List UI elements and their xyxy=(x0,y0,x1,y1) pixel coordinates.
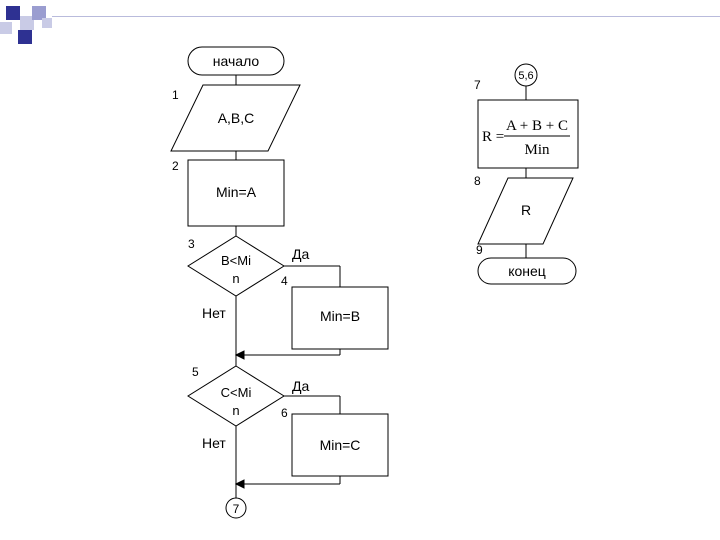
output-parallelogram xyxy=(477,177,574,245)
merge-arrow xyxy=(234,350,245,360)
process-min-b xyxy=(291,286,389,350)
merge-arrow xyxy=(234,479,245,489)
step-number-3: 3 xyxy=(188,237,195,251)
input-parallelogram xyxy=(170,84,301,152)
connector-top-label: 5,6 xyxy=(518,70,533,82)
step-number-4: 4 xyxy=(281,274,288,288)
min-b-label: Min=B xyxy=(320,308,360,324)
formula-numerator: A + B + C xyxy=(506,118,568,134)
cond2-line1: C<Mi xyxy=(221,385,252,400)
step-number-8: 8 xyxy=(474,174,481,188)
step-number-5: 5 xyxy=(192,365,199,379)
connector-bottom-label: 7 xyxy=(233,502,240,516)
decor-square-2 xyxy=(20,16,34,30)
formula-lhs: R = xyxy=(482,129,504,145)
min-c-label: Min=C xyxy=(320,437,361,453)
output-label: R xyxy=(521,202,531,218)
decor-square-5 xyxy=(0,22,12,34)
start-label: начало xyxy=(213,53,260,69)
no-label-2: Нет xyxy=(202,435,226,451)
process-min-a xyxy=(187,159,285,227)
end-label: конец xyxy=(508,263,546,279)
decor-square-1 xyxy=(6,6,20,20)
step-number-7: 7 xyxy=(474,78,481,92)
no-label-1: Нет xyxy=(202,305,226,321)
cond1-line2: n xyxy=(232,271,239,286)
min-a-label: Min=A xyxy=(216,184,257,200)
yes-label-2: Да xyxy=(292,378,309,394)
yes-label-1: Да xyxy=(292,246,309,262)
decor-square-3 xyxy=(32,6,46,20)
decor-square-4 xyxy=(18,30,32,44)
end-terminator xyxy=(477,257,577,285)
cond1-line1: B<Mi xyxy=(221,253,251,268)
step-number-9: 9 xyxy=(476,243,483,257)
formula-denominator: Min xyxy=(524,142,550,158)
decor-square-6 xyxy=(42,18,52,28)
step-number-2: 2 xyxy=(172,159,179,173)
cond2-line2: n xyxy=(232,403,239,418)
input-label: A,B,C xyxy=(218,110,255,126)
process-formula xyxy=(477,99,579,169)
step-number-1: 1 xyxy=(172,88,179,102)
step-number-6: 6 xyxy=(281,406,288,420)
connector-bottom xyxy=(225,497,247,519)
top-rule xyxy=(52,16,720,17)
